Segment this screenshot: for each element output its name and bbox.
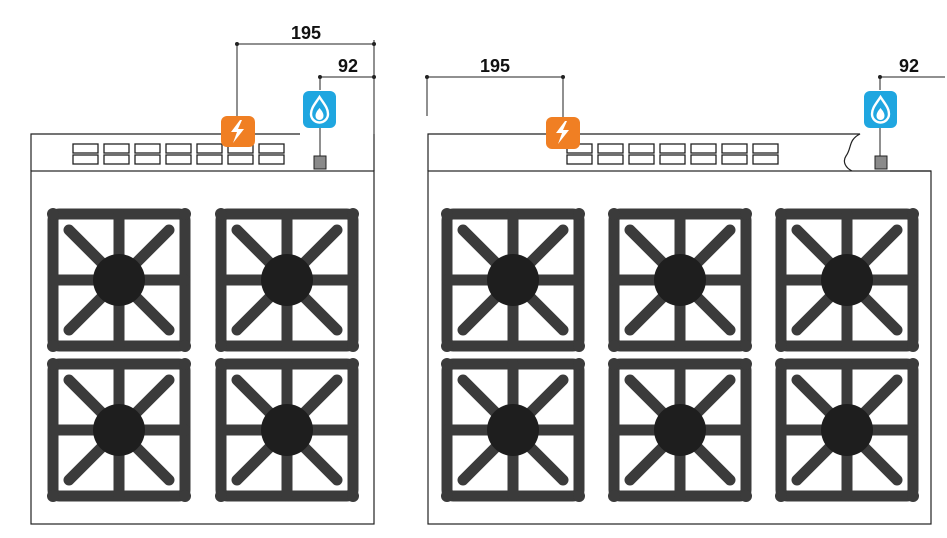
connection-port bbox=[874, 155, 888, 170]
burner-grate bbox=[775, 358, 919, 502]
burner-cap bbox=[821, 254, 873, 306]
control-knob bbox=[690, 143, 717, 154]
control-knob bbox=[103, 154, 130, 165]
control-knob bbox=[258, 143, 285, 154]
control-knob bbox=[72, 143, 99, 154]
control-knob bbox=[134, 143, 161, 154]
dimension-gas: 92 bbox=[878, 56, 945, 90]
connection-port bbox=[313, 155, 327, 170]
control-knob bbox=[196, 143, 223, 154]
burner-cap bbox=[261, 254, 313, 306]
knob-row bbox=[566, 143, 779, 165]
burner-grate bbox=[215, 208, 359, 352]
control-knob bbox=[721, 143, 748, 154]
burner-grate bbox=[441, 208, 585, 352]
gas-flame-icon bbox=[303, 91, 336, 128]
control-knob bbox=[566, 154, 593, 165]
control-knob bbox=[628, 143, 655, 154]
burner-cap bbox=[654, 404, 706, 456]
dimension-label-gas: 92 bbox=[338, 56, 358, 76]
burner-cap bbox=[93, 404, 145, 456]
control-knob bbox=[752, 143, 779, 154]
control-knob bbox=[258, 154, 285, 165]
burner-grate bbox=[775, 208, 919, 352]
control-knob bbox=[196, 154, 223, 165]
control-knob bbox=[103, 143, 130, 154]
burner-grate bbox=[215, 358, 359, 502]
control-knob bbox=[165, 143, 192, 154]
control-knob bbox=[690, 154, 717, 165]
burner-grate bbox=[608, 358, 752, 502]
control-knob bbox=[659, 143, 686, 154]
burner-cap bbox=[487, 404, 539, 456]
dimension-electric: 195 bbox=[425, 56, 565, 118]
knob-row bbox=[72, 143, 285, 165]
burner-grate bbox=[47, 358, 191, 502]
control-knob bbox=[227, 154, 254, 165]
dimension-label-gas: 92 bbox=[899, 56, 919, 76]
lightning-bolt-icon bbox=[221, 116, 255, 147]
burner-grate bbox=[441, 358, 585, 502]
control-panel bbox=[427, 133, 861, 172]
burner-grate bbox=[608, 208, 752, 352]
burner-cap bbox=[261, 404, 313, 456]
control-knob bbox=[72, 154, 99, 165]
control-knob bbox=[628, 154, 655, 165]
dimension-electric: 195 bbox=[235, 23, 376, 118]
burner-grid bbox=[47, 208, 359, 502]
control-knob bbox=[752, 154, 779, 165]
dimension-gas: 92 bbox=[318, 40, 376, 160]
cooktop-body bbox=[30, 170, 375, 525]
burner-cap bbox=[654, 254, 706, 306]
control-knob bbox=[597, 154, 624, 165]
dimension-label-electric: 195 bbox=[480, 56, 510, 76]
control-knob bbox=[597, 143, 624, 154]
control-knob bbox=[165, 154, 192, 165]
control-knob bbox=[134, 154, 161, 165]
lightning-bolt-icon bbox=[546, 117, 580, 149]
range-6-burner: 195 92 bbox=[425, 56, 945, 525]
burner-cap bbox=[93, 254, 145, 306]
dimension-label-electric: 195 bbox=[291, 23, 321, 43]
control-knob bbox=[721, 154, 748, 165]
burner-grid bbox=[441, 208, 919, 502]
burner-cap bbox=[821, 404, 873, 456]
burner-grate bbox=[47, 208, 191, 352]
gas-flame-icon bbox=[864, 91, 897, 128]
range-4-burner: 195 92 bbox=[30, 23, 376, 525]
burner-cap bbox=[487, 254, 539, 306]
cooktop-body bbox=[427, 170, 932, 525]
control-knob bbox=[659, 154, 686, 165]
